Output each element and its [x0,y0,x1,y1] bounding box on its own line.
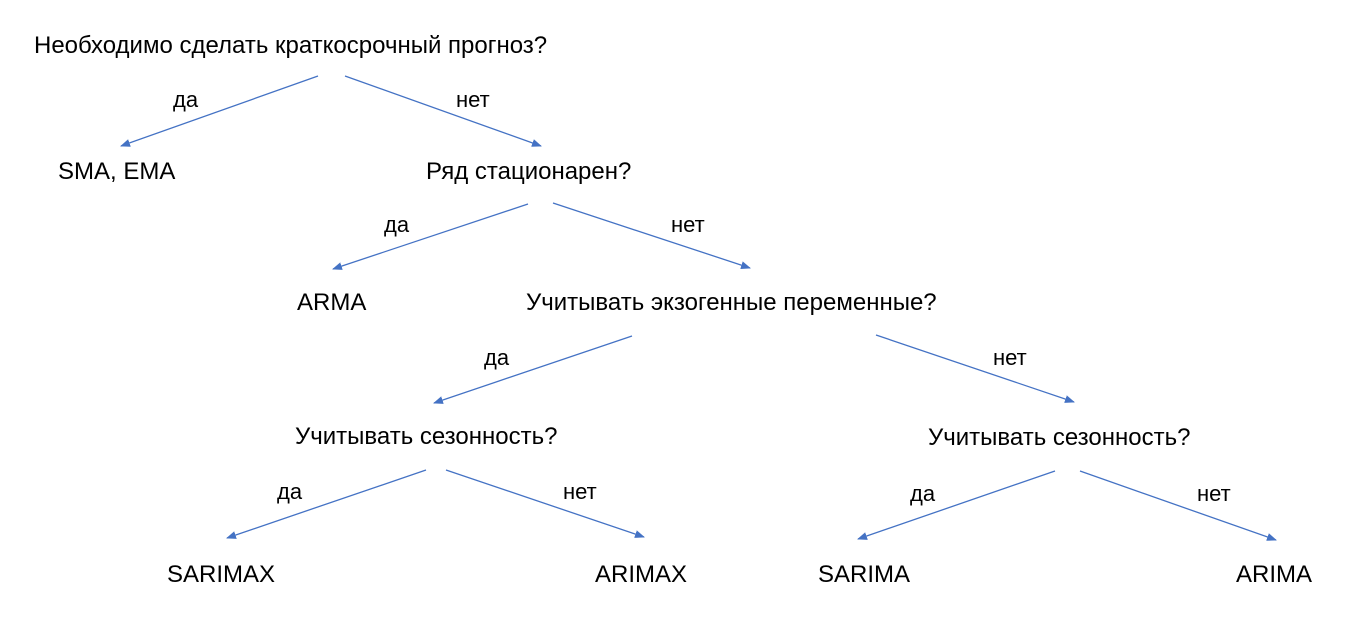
node-short-term-forecast-question: Необходимо сделать краткосрочный прогноз… [34,32,548,59]
edge-seasonality-left-no [445,469,645,538]
edge-label-stationary-yes: да [384,212,410,237]
edge-exogenous-yes [433,335,633,404]
node-seasonality-question-right: Учитывать сезонность? [928,424,1191,451]
edge-label-short-term-yes: да [173,87,199,112]
node-arimax: ARIMAX [595,561,688,588]
node-sarima: SARIMA [818,561,911,588]
node-seasonality-question-left: Учитывать сезонность? [295,423,558,450]
node-arma: ARMA [297,289,367,316]
node-stationary-question: Ряд стационарен? [426,158,632,185]
edge-label-exogenous-yes: да [484,345,510,370]
edge-label-seasonality-right-yes: да [910,481,936,506]
edge-seasonality-left-yes [226,469,427,539]
edge-label-seasonality-left-no: нет [563,479,597,504]
node-sma-ema: SMA, EMA [58,158,176,185]
edge-label-exogenous-no: нет [993,345,1027,370]
edge-label-stationary-no: нет [671,212,705,237]
edge-stationary-no [552,202,751,269]
edge-seasonality-right-no [1079,470,1277,541]
node-exogenous-question: Учитывать экзогенные переменные? [526,289,937,316]
edge-short-term-yes [120,75,319,147]
edge-stationary-yes [332,203,529,270]
edge-label-seasonality-left-yes: да [277,479,303,504]
node-arima: ARIMA [1236,561,1313,588]
edge-label-seasonality-right-no: нет [1197,481,1231,506]
edge-exogenous-no [875,334,1075,403]
edge-label-short-term-no: нет [456,87,490,112]
edge-short-term-no [344,75,542,147]
node-sarimax: SARIMAX [167,561,276,588]
edge-seasonality-right-yes [857,470,1056,540]
